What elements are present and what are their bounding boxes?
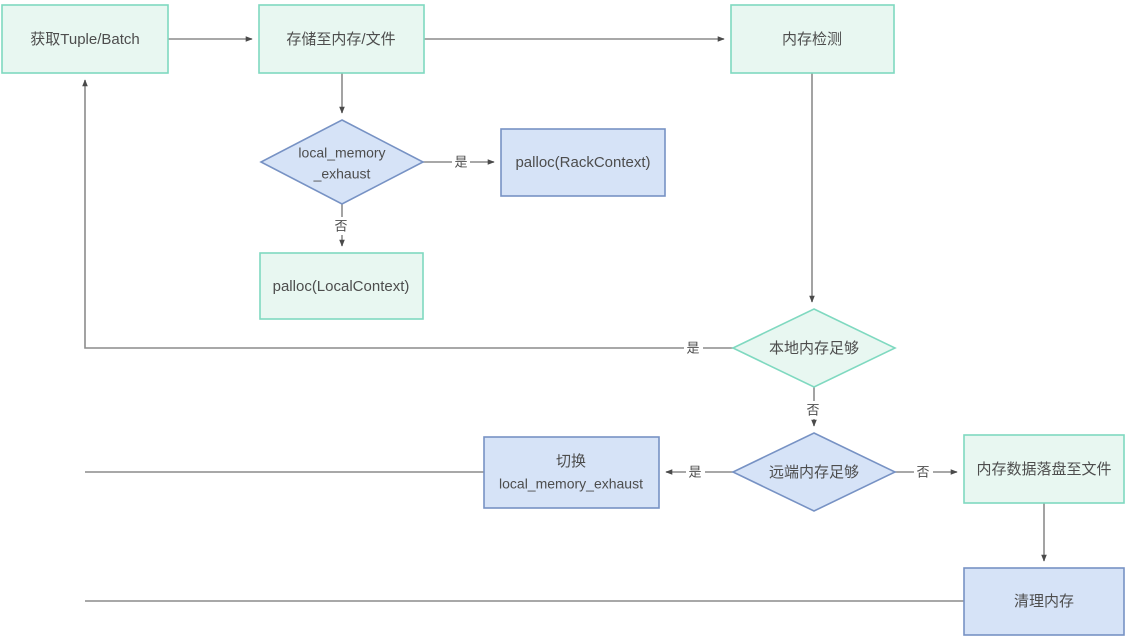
node-store-mem-file[interactable]: 存储至内存/文件 bbox=[258, 4, 425, 74]
node-memory-check-label: 内存检测 bbox=[782, 31, 842, 48]
node-cleanup-memory-label: 清理内存 bbox=[1014, 593, 1074, 610]
node-switch-local-memory-exhaust[interactable]: 切换 local_memory_exhaust bbox=[483, 436, 660, 509]
edge-label-lme-no-text: 否 bbox=[334, 218, 347, 233]
edge-label-lmenough-no-text: 否 bbox=[806, 402, 819, 417]
node-memory-check[interactable]: 内存检测 bbox=[730, 4, 895, 74]
edges-layer bbox=[82, 36, 1047, 602]
edge-label-lme-yes: 是 bbox=[452, 153, 470, 171]
nodes-layer: 获取Tuple/Batch 存储至内存/文件 内存检测 local_memory… bbox=[1, 4, 1125, 636]
edge-label-lmenough-yes: 是 bbox=[684, 339, 703, 357]
node-local-memory-exhaust-label-line1: local_memory bbox=[298, 145, 385, 161]
node-spill-to-file-label: 内存数据落盘至文件 bbox=[976, 460, 1111, 478]
edge-label-rmenough-yes-text: 是 bbox=[688, 464, 701, 479]
node-local-memory-enough[interactable]: 本地内存足够 bbox=[731, 308, 897, 388]
node-palloc-local-shape[interactable] bbox=[259, 252, 424, 320]
node-get-tuple-label: 获取Tuple/Batch bbox=[30, 31, 140, 48]
node-local-memory-enough-label: 本地内存足够 bbox=[769, 340, 859, 357]
edge-label-lme-no: 否 bbox=[332, 217, 351, 235]
node-cleanup-memory-shape[interactable] bbox=[963, 567, 1125, 636]
node-palloc-rack-shape[interactable] bbox=[500, 128, 666, 197]
node-local-memory-exhaust-shape[interactable] bbox=[259, 119, 425, 205]
node-get-tuple[interactable]: 获取Tuple/Batch bbox=[1, 4, 169, 74]
node-remote-memory-enough-label: 远端内存足够 bbox=[769, 464, 859, 481]
node-spill-to-file[interactable]: 内存数据落盘至文件 bbox=[963, 434, 1125, 504]
node-local-memory-exhaust[interactable]: local_memory _exhaust bbox=[259, 119, 425, 205]
node-get-tuple-shape[interactable] bbox=[1, 4, 169, 74]
edge-labels-layer: 是 否 是 否 是 否 bbox=[332, 153, 933, 482]
node-switch-local-memory-exhaust-shape[interactable] bbox=[483, 436, 660, 509]
edge-lmenough-yes-back bbox=[82, 79, 733, 349]
edge-label-rmenough-yes: 是 bbox=[686, 464, 705, 482]
node-cleanup-memory[interactable]: 清理内存 bbox=[963, 567, 1125, 636]
node-switch-label-line1: 切换 bbox=[556, 453, 586, 470]
node-palloc-rack-label: palloc(RackContext) bbox=[515, 154, 650, 171]
edge-label-rmenough-no-text: 否 bbox=[916, 464, 929, 479]
node-spill-to-file-shape[interactable] bbox=[963, 434, 1125, 504]
edge-label-lmenough-yes-text: 是 bbox=[686, 340, 699, 355]
node-switch-label-line2: local_memory_exhaust bbox=[499, 476, 643, 492]
node-store-mem-file-label: 存储至内存/文件 bbox=[286, 31, 395, 48]
node-palloc-rack[interactable]: palloc(RackContext) bbox=[500, 128, 666, 197]
edge-label-rmenough-no: 否 bbox=[914, 464, 933, 482]
node-memory-check-shape[interactable] bbox=[730, 4, 895, 74]
node-remote-memory-enough-shape[interactable] bbox=[731, 432, 897, 512]
edge-label-lme-yes-text: 是 bbox=[454, 154, 467, 169]
edge-label-lmenough-no: 否 bbox=[804, 401, 823, 419]
node-remote-memory-enough[interactable]: 远端内存足够 bbox=[731, 432, 897, 512]
node-palloc-local[interactable]: palloc(LocalContext) bbox=[259, 252, 424, 320]
node-local-memory-enough-shape[interactable] bbox=[731, 308, 897, 388]
node-store-mem-file-shape[interactable] bbox=[258, 4, 425, 74]
node-local-memory-exhaust-label-line2: _exhaust bbox=[313, 166, 371, 182]
node-palloc-local-label: palloc(LocalContext) bbox=[273, 278, 410, 295]
